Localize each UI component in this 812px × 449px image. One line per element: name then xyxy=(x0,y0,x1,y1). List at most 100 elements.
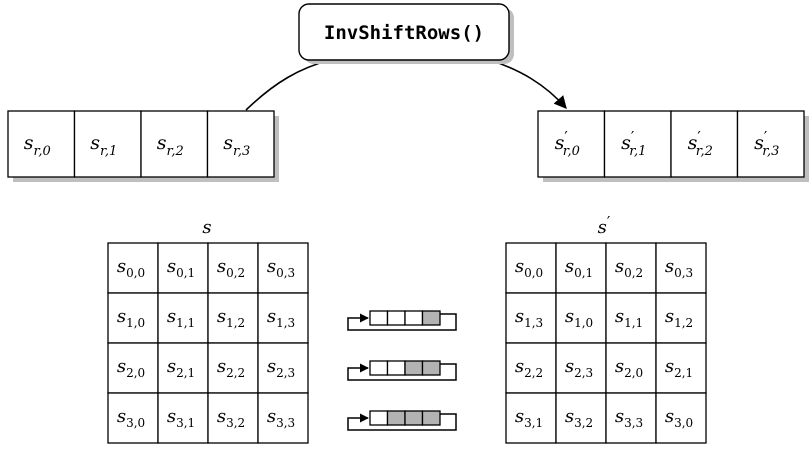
matrix-cell-label: s3,0 xyxy=(665,406,693,430)
matrix-cell: s1,0 xyxy=(107,292,159,344)
row-cell: s′r,2 xyxy=(670,110,739,178)
unshifted-cell xyxy=(386,310,406,326)
unshifted-cell xyxy=(369,310,389,326)
matrix-cell: s2,3 xyxy=(555,342,607,394)
row-cell-label: s′r,2 xyxy=(688,128,713,159)
matrix-cell: s2,1 xyxy=(655,342,707,394)
connector-right-arrow xyxy=(489,59,567,109)
matrix-cell-label: s1,1 xyxy=(167,306,195,330)
matrix-cell: s2,2 xyxy=(207,342,259,394)
matrix-cell-label: s0,0 xyxy=(117,256,145,280)
row-cell: sr,1 xyxy=(73,110,142,178)
matrix-cell: s2,0 xyxy=(605,342,657,394)
function-box-label: InvShiftRows() xyxy=(324,22,484,44)
matrix-cell: s1,1 xyxy=(605,292,657,344)
matrix-cell: s0,0 xyxy=(505,242,557,294)
matrix-cell-label: s2,3 xyxy=(267,356,295,380)
matrix-cell: s0,1 xyxy=(157,242,209,294)
matrix-cell-label: s1,0 xyxy=(565,306,593,330)
row-cell-label: sr,0 xyxy=(24,132,51,159)
matrix-cell: s2,2 xyxy=(505,342,557,394)
matrix-cell-label: s2,1 xyxy=(167,356,195,380)
matrix-cell-label: s2,0 xyxy=(117,356,145,380)
shifted-cell xyxy=(421,410,441,426)
matrix-cell: s0,0 xyxy=(107,242,159,294)
matrix-cell: s0,2 xyxy=(207,242,259,294)
unshifted-cell xyxy=(386,360,406,376)
shifted-cell xyxy=(421,360,441,376)
shifted-cell xyxy=(404,360,424,376)
matrix-cell: s3,2 xyxy=(207,392,259,444)
unshifted-cell xyxy=(369,410,389,426)
matrix-cell: s3,0 xyxy=(107,392,159,444)
connector-left xyxy=(245,59,331,111)
matrix-cell-label: s0,2 xyxy=(217,256,245,280)
matrix-cell-label: s3,2 xyxy=(565,406,593,430)
matrix-cell-label: s2,3 xyxy=(565,356,593,380)
matrix-cell: s3,0 xyxy=(655,392,707,444)
matrix-cell-label: s3,0 xyxy=(117,406,145,430)
matrix-cell: s3,1 xyxy=(505,392,557,444)
row-cell: sr,0 xyxy=(7,110,76,178)
matrix-cell-label: s0,1 xyxy=(565,256,593,280)
row-cell: s′r,3 xyxy=(736,110,805,178)
state-s-prime-grid: s0,0 s0,1 s0,2 s0,3 s1,3 s1,0 s1,1 s1,2 s2,2 s2,3… xyxy=(505,242,707,444)
matrix-cell-label: s2,0 xyxy=(615,356,643,380)
matrix-cell: s0,1 xyxy=(555,242,607,294)
state-s-grid: s0,0 s0,1 s0,2 s0,3 s1,0 s1,1 s1,2 s1,3 s2,0 s2,1… xyxy=(107,242,309,444)
matrix-cell-label: s3,1 xyxy=(167,406,195,430)
matrix-cell: s1,3 xyxy=(505,292,557,344)
matrix-cell-label: s1,3 xyxy=(267,306,295,330)
row-cell-label: sr,2 xyxy=(157,132,184,159)
matrix-cell: s1,2 xyxy=(207,292,259,344)
matrix-cell: s1,0 xyxy=(555,292,607,344)
matrix-cell: s2,3 xyxy=(257,342,309,394)
matrix-cell-label: s0,0 xyxy=(515,256,543,280)
matrix-cell-label: s3,1 xyxy=(515,406,543,430)
matrix-cell-label: s3,2 xyxy=(217,406,245,430)
unshifted-cell xyxy=(369,360,389,376)
input-row: sr,0 sr,1 sr,2 sr,3 xyxy=(7,110,279,182)
matrix-cell-label: s1,2 xyxy=(665,306,693,330)
function-box: InvShiftRows() xyxy=(298,3,514,64)
matrix-cell-label: s0,3 xyxy=(267,256,295,280)
matrix-cell: s3,1 xyxy=(157,392,209,444)
shift-indicators xyxy=(347,310,457,431)
matrix-cell: s2,1 xyxy=(157,342,209,394)
shifted-cell xyxy=(421,310,441,326)
matrix-cell-label: s1,2 xyxy=(217,306,245,330)
state-s-prime-label: s′ xyxy=(598,213,611,238)
matrix-cell-label: s2,2 xyxy=(515,356,543,380)
shift-indicator xyxy=(347,310,457,331)
row-cell-label: s′r,1 xyxy=(621,128,646,159)
matrix-cell-label: s1,0 xyxy=(117,306,145,330)
matrix-cell: s3,3 xyxy=(257,392,309,444)
matrix-cell-label: s2,2 xyxy=(217,356,245,380)
matrix-cell: s1,3 xyxy=(257,292,309,344)
row-cell: sr,3 xyxy=(206,110,275,178)
matrix-cell-label: s1,1 xyxy=(615,306,643,330)
matrix-cell: s0,2 xyxy=(605,242,657,294)
row-cell-label: s′r,0 xyxy=(555,128,580,159)
shifted-cell xyxy=(404,410,424,426)
matrix-cell: s0,3 xyxy=(655,242,707,294)
matrix-cell-label: s1,3 xyxy=(515,306,543,330)
matrix-cell-label: s2,1 xyxy=(665,356,693,380)
matrix-cell-label: s0,2 xyxy=(615,256,643,280)
matrix-cell: s3,3 xyxy=(605,392,657,444)
row-cell: sr,2 xyxy=(140,110,209,178)
matrix-cell-label: s3,3 xyxy=(267,406,295,430)
row-cell-label: sr,1 xyxy=(90,132,117,159)
matrix-cell: s3,2 xyxy=(555,392,607,444)
matrix-cell-label: s3,3 xyxy=(615,406,643,430)
matrix-cell: s0,3 xyxy=(257,242,309,294)
matrix-cell: s1,1 xyxy=(157,292,209,344)
shift-indicator xyxy=(347,360,457,381)
row-cell: s′r,1 xyxy=(603,110,672,178)
matrix-cell-label: s0,1 xyxy=(167,256,195,280)
matrix-cell: s2,0 xyxy=(107,342,159,394)
unshifted-cell xyxy=(404,310,424,326)
output-row: s′r,0 s′r,1 s′r,2 s′r,3 xyxy=(537,110,809,182)
shift-indicator xyxy=(347,410,457,431)
